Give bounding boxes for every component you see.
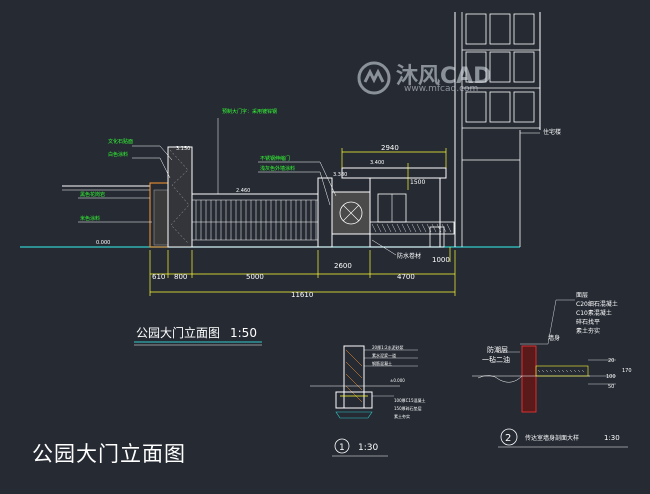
callout-beige-paint: 米色涂料: [80, 215, 100, 222]
detail2-layer-2: C20细石混凝土: [576, 300, 618, 308]
dim-610: 610: [152, 273, 165, 281]
detail2-scale: 1:30: [604, 434, 620, 442]
watermark-brand: 沐风CAD: [396, 64, 492, 89]
dim-roof: 2940: [381, 144, 399, 152]
gate-elevation: 文化石贴面 白色涂料 黑色花岗岩 米色涂料 不锈钢伸缩门 浅灰色外墙涂料 预制大…: [20, 12, 561, 346]
detail2-layer-5: 素土夯实: [576, 327, 600, 335]
callout-sliding-gate: 不锈钢伸缩门: [260, 155, 290, 162]
watermark-url: www.mfcad.com: [404, 84, 479, 94]
level-mark-1: 3.150: [176, 146, 190, 152]
detail1-base: [335, 411, 373, 419]
elevation-title: 公园大门立面图: [136, 325, 220, 340]
leader-2: [132, 157, 171, 179]
detail1-marker-circle: [334, 438, 350, 454]
residential-building: [454, 12, 541, 247]
leader-1: [132, 145, 173, 161]
emblem-circle: [339, 201, 363, 225]
detail2-label-damp: 防潮层: [487, 345, 508, 354]
detail2-label-wall: 墙身: [548, 334, 560, 342]
detail1-note-5: 150厚碎石垫层: [394, 405, 422, 411]
detail2-leader-layers: [520, 299, 575, 345]
detail1-wall-hatch: [345, 349, 363, 403]
detail1-note-2: 素水泥浆一道: [372, 352, 396, 358]
callout-black-granite: 黑色花岗岩: [80, 191, 105, 198]
detail1-note-3: 钢筋混凝土: [372, 360, 392, 366]
detail2-marker-circle: [500, 428, 518, 446]
detail2-dim-20: 20: [608, 358, 614, 364]
dim-1000: 1000: [432, 256, 450, 264]
leader-6: [258, 171, 331, 206]
guardhouse-plinth: [369, 221, 455, 235]
leader-5: [258, 161, 337, 197]
dim-4700: 4700: [397, 273, 415, 281]
emblem-cross: [342, 204, 360, 222]
guardhouse-step: [429, 226, 445, 248]
dim-2600: 2600: [334, 262, 352, 270]
building-window: [489, 13, 511, 45]
guardhouse-wall: [369, 177, 441, 248]
detail2-dim-100: 100: [606, 374, 616, 380]
callout-white-paint: 白色涂料: [108, 151, 128, 158]
detail1-marker: 1: [339, 443, 345, 453]
level-mark-4: 3.400: [370, 160, 384, 166]
building-floors: [462, 13, 540, 129]
detail-2-section: 面层 C20细石混凝土 C10素混凝土 碎石找平 素土夯实 防潮层 一毡二油 墙…: [472, 292, 632, 448]
dim-total: 11610: [291, 291, 313, 299]
tall-column: [167, 146, 193, 248]
callout-stone-facing: 文化石贴面: [108, 138, 133, 145]
detail2-gravel: [537, 369, 585, 373]
watermark-logo-icon: [357, 61, 391, 95]
callout-gate-letters: 预制大门字：采用镀锌钢: [222, 108, 277, 115]
elevation-scale: 1:50: [230, 326, 257, 340]
building-window: [465, 51, 487, 83]
building-window: [513, 51, 535, 83]
detail2-title: 传达室墙身剖面大样: [525, 434, 579, 442]
sheet-title: 公园大门立面图: [32, 442, 186, 466]
callout-leaders: [78, 118, 540, 256]
dimension-lines: [149, 148, 456, 296]
building-window: [465, 91, 487, 123]
detail2-layer-4: 碎石找平: [576, 318, 600, 326]
detail1-level: ±0.000: [390, 378, 405, 383]
detail1-note-6: 素土夯实: [394, 413, 410, 419]
detail2-layer-1: 面层: [576, 292, 588, 299]
dim-5000: 5000: [246, 273, 264, 281]
level-mark-3: 3.380: [333, 172, 347, 178]
leader-8: [371, 239, 397, 256]
detail2-dim-170: 170: [622, 368, 632, 374]
building-window: [489, 91, 511, 123]
building-window: [489, 51, 511, 83]
dim-1500: 1500: [410, 179, 425, 186]
building-window: [513, 91, 535, 123]
callout-residential: 住宅楼: [543, 128, 561, 136]
column-stone-texture: [169, 149, 190, 244]
detail-1-section: 20厚1:2水泥砂浆 素水泥浆一道 钢筋混凝土 100厚C15混凝土 150厚碎…: [310, 344, 426, 457]
detail2-soil: [477, 375, 523, 383]
building-window: [465, 13, 487, 45]
detail2-marker: 2: [505, 433, 511, 444]
level-mark-2: 2.460: [236, 188, 250, 194]
callout-grey-paint: 浅灰色外墙涂料: [260, 165, 295, 172]
watermark: 沐风CAD www.mfcad.com: [356, 56, 526, 100]
callout-waterproof: 防水卷材: [397, 252, 421, 260]
building-window: [513, 13, 535, 45]
detail2-dim-50: 50: [608, 384, 614, 390]
detail2-wall: [521, 345, 537, 413]
detail1-note-4: 100厚C15混凝土: [394, 397, 426, 403]
detail1-scale: 1:30: [358, 443, 378, 453]
detail2-label-felt: 一毡二油: [482, 355, 510, 364]
detail1-note-1: 20厚1:2水泥砂浆: [372, 344, 404, 350]
dim-800: 800: [174, 273, 187, 281]
detail2-slab: [535, 365, 589, 377]
gate-bars: [195, 200, 317, 240]
detail2-layer-3: C10素混凝土: [576, 309, 612, 317]
level-mark-ground: 0.000: [96, 240, 110, 246]
detail1-footing: [335, 391, 373, 409]
